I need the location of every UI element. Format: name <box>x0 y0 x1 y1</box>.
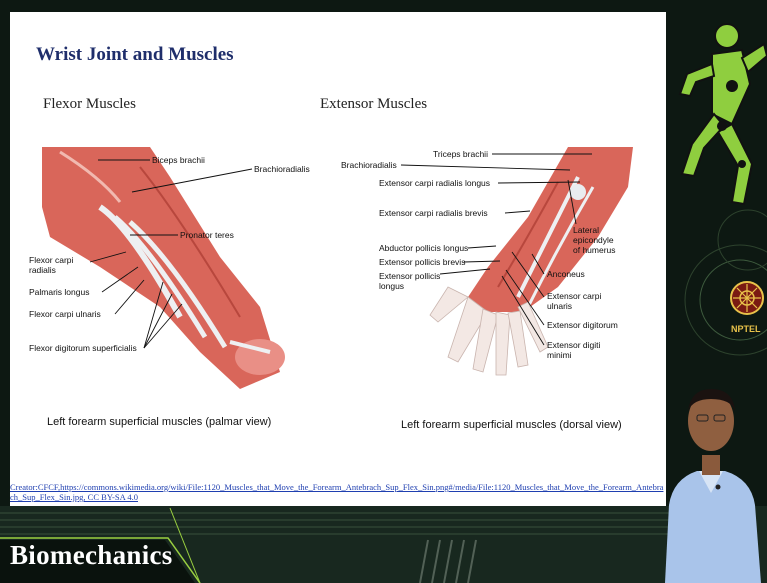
label-extensor-pollicis-longus-1: Extensor pollicis <box>379 271 440 281</box>
label-extensor-digiti-minimi-1: Extensor digiti <box>547 340 600 350</box>
flexor-caption: Left forearm superficial muscles (palmar… <box>47 416 271 428</box>
label-extensor-pollicis-brevis: Extensor pollicis brevis <box>379 257 465 267</box>
label-extensor-pollicis-longus-2: longus <box>379 281 404 291</box>
label-lateral-epicondyle-1: Lateral <box>573 225 599 235</box>
label-anconeus: Anconeus <box>547 269 585 279</box>
label-extensor-carpi-radialis-longus: Extensor carpi radialis longus <box>379 178 490 188</box>
label-extensor-carpi-radialis-brevis: Extensor carpi radialis brevis <box>379 208 488 218</box>
presenter-video <box>655 375 767 583</box>
course-title: Biomechanics <box>10 540 173 571</box>
label-extensor-digitorum: Extensor digitorum <box>547 320 618 330</box>
image-credit-link[interactable]: Creator:CFCF,https://commons.wikimedia.o… <box>10 482 666 502</box>
label-extensor-digiti-minimi-2: minimi <box>547 350 572 360</box>
leader-lines <box>10 12 666 506</box>
nptel-logo-icon <box>729 280 765 320</box>
label-lateral-epicondyle-3: of humerus <box>573 245 616 255</box>
mascot-logo-icon <box>672 14 767 214</box>
label-triceps-brachii: Triceps brachii <box>433 149 488 159</box>
label-extensor-carpi-ulnaris-2: ulnaris <box>547 301 572 311</box>
label-abductor-pollicis-longus: Abductor pollicis longus <box>379 243 468 253</box>
label-extensor-carpi-ulnaris-1: Extensor carpi <box>547 291 601 301</box>
label-brachioradialis-extensor: Brachioradialis <box>341 160 397 170</box>
extensor-caption: Left forearm superficial muscles (dorsal… <box>401 419 622 431</box>
label-lateral-epicondyle-2: epicondyle <box>573 235 614 245</box>
slide: Wrist Joint and Muscles Flexor Muscles E… <box>10 12 666 506</box>
nptel-logo-text: NPTEL <box>731 324 761 334</box>
